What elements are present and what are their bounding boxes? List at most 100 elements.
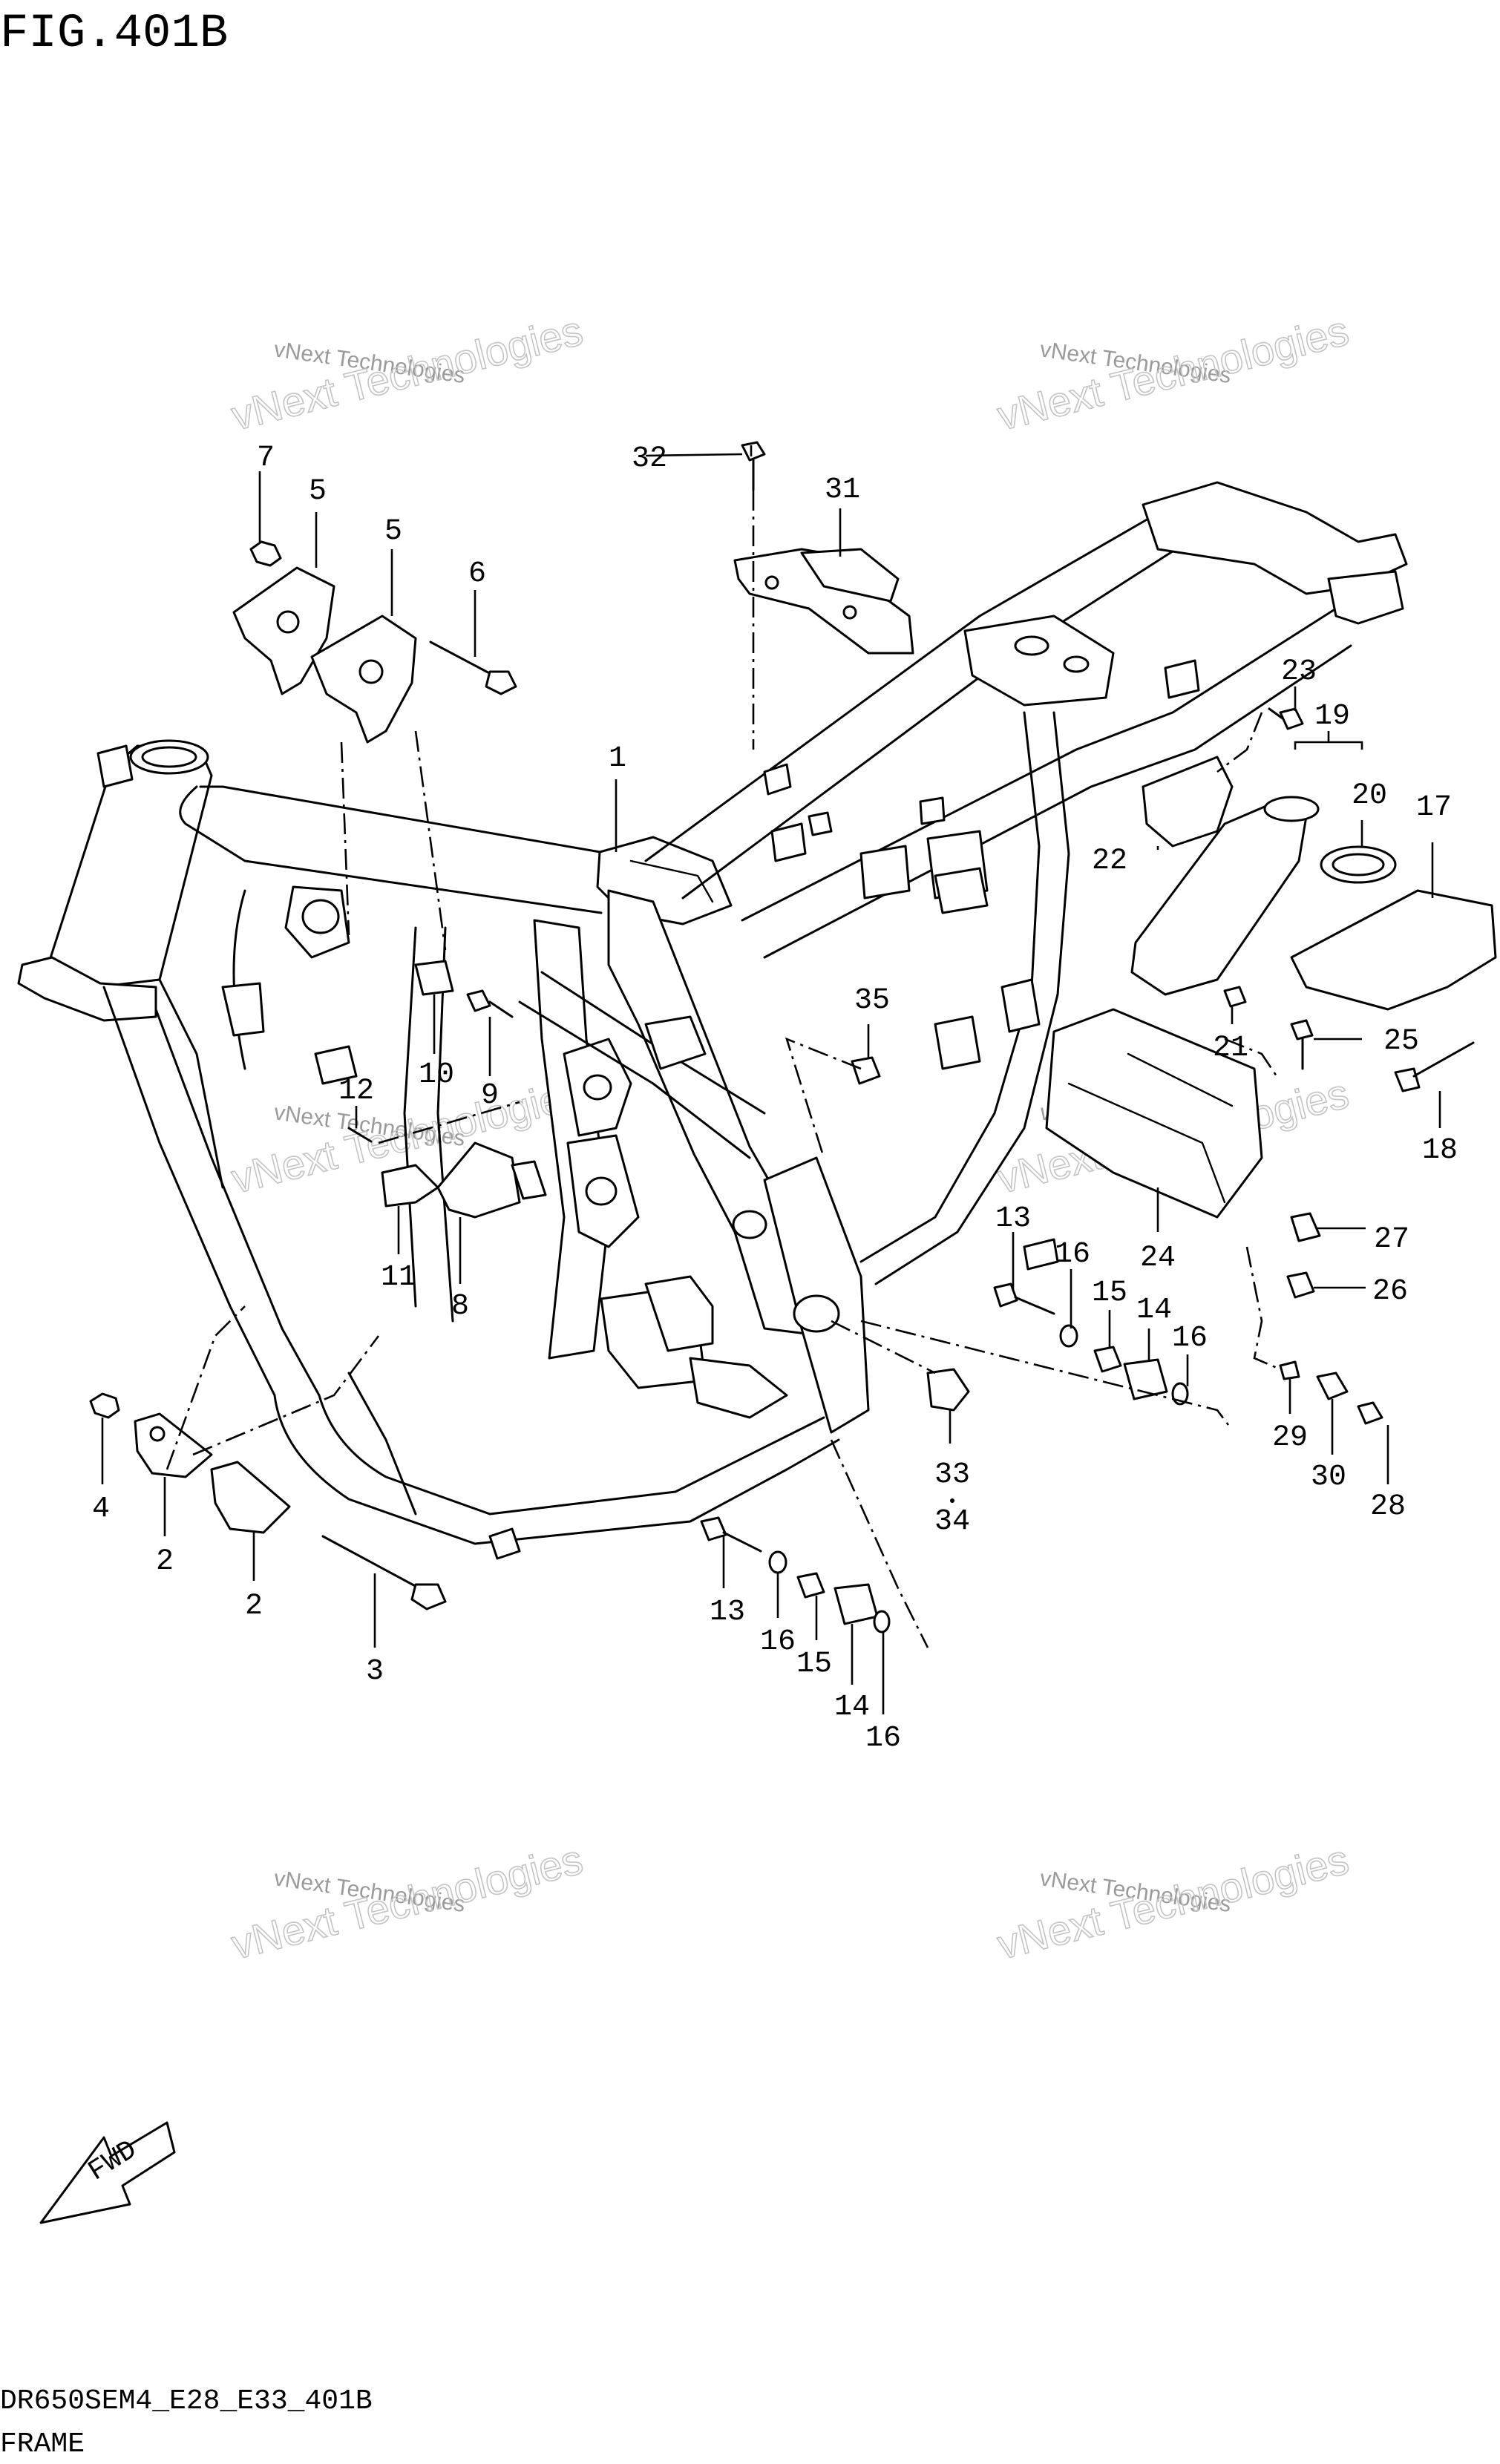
side-tab bbox=[859, 845, 911, 900]
reservoir-19 bbox=[1130, 800, 1308, 996]
head-gusset-tab bbox=[96, 744, 134, 788]
rear-rail-lower-2 bbox=[763, 644, 1352, 959]
inner-tube-front bbox=[232, 889, 246, 1070]
bolt-23-head bbox=[1279, 707, 1304, 730]
watermark-text-outline: vNext Technologies bbox=[227, 307, 587, 439]
assembly-lines bbox=[166, 490, 1281, 1648]
mount-bracket bbox=[644, 1015, 707, 1070]
down-tube-inner bbox=[158, 978, 224, 1189]
callout-27: 27 bbox=[1374, 1223, 1409, 1256]
callout-12: 12 bbox=[338, 1075, 374, 1108]
bolt-18-shank bbox=[1412, 1041, 1475, 1078]
front-lower-tab bbox=[314, 1045, 358, 1085]
callout-5: 5 bbox=[309, 475, 327, 508]
tank-tab-2 bbox=[808, 811, 833, 836]
watermark-low-right: vNext Technologies vNext Technologies bbox=[992, 1835, 1354, 1968]
rear-tab-4 bbox=[1023, 1238, 1059, 1271]
main-tube-top-right bbox=[184, 822, 603, 914]
callout-25: 25 bbox=[1383, 1025, 1419, 1058]
front-mount-boss bbox=[301, 899, 340, 934]
watermark-top-right: vNext Technologies vNext Technologies bbox=[992, 306, 1354, 439]
plug-33 bbox=[926, 1368, 970, 1412]
watermark-top-left: vNext Technologies vNext Technologies bbox=[226, 306, 588, 439]
assembly-line bbox=[414, 730, 447, 951]
bolt-9-head bbox=[466, 989, 491, 1012]
lower-engine-bracket-2 bbox=[644, 1275, 714, 1352]
callout-19: 19 bbox=[1314, 700, 1350, 733]
callout-9: 9 bbox=[481, 1079, 499, 1113]
bolt-12 bbox=[347, 1127, 373, 1143]
nut-plate-11 bbox=[381, 1164, 439, 1208]
gusset-tab bbox=[770, 822, 807, 862]
collar-15 bbox=[1093, 1346, 1122, 1373]
main-tube-join bbox=[179, 785, 198, 825]
callout-13: 13 bbox=[710, 1596, 745, 1629]
watermark-text-outline: vNext Technologies bbox=[993, 307, 1353, 439]
bolt-21-head bbox=[1223, 986, 1247, 1008]
assembly-line bbox=[192, 1335, 380, 1456]
cradle-lower-front bbox=[273, 1394, 840, 1545]
nut-4 bbox=[89, 1392, 120, 1419]
callout-8: 8 bbox=[451, 1290, 469, 1323]
rear-backbone bbox=[607, 889, 825, 1337]
bracket-22 bbox=[1142, 756, 1234, 848]
assembly-line bbox=[830, 1439, 929, 1648]
callout-16: 16 bbox=[1055, 1238, 1090, 1271]
callout-30: 30 bbox=[1311, 1461, 1346, 1494]
grommet-35 bbox=[851, 1056, 881, 1085]
inner-tube-1 bbox=[403, 926, 417, 1308]
tray-24 bbox=[1045, 1008, 1263, 1219]
bolt-13-shank bbox=[1014, 1296, 1055, 1315]
grommet-26 bbox=[1286, 1271, 1315, 1299]
tray-24-detail-2 bbox=[1127, 1052, 1234, 1107]
callout-4: 4 bbox=[92, 1493, 110, 1526]
battery-tray-hole bbox=[1014, 635, 1049, 656]
washer-16d bbox=[873, 1610, 891, 1634]
bolt-13-head bbox=[993, 1282, 1018, 1308]
swingarm-pivot-hole bbox=[793, 1294, 840, 1333]
callout-dot bbox=[950, 1498, 954, 1503]
assembly-line bbox=[860, 1320, 1230, 1426]
tank-tab-3 bbox=[919, 796, 946, 825]
front-mount-tab bbox=[221, 982, 265, 1037]
callout-13: 13 bbox=[995, 1202, 1031, 1236]
callout-3: 3 bbox=[366, 1655, 384, 1688]
assembly-line bbox=[1216, 712, 1263, 773]
collar-15b bbox=[796, 1572, 825, 1599]
model-code: DR650SEM4_E28_E33_401B bbox=[0, 2385, 373, 2417]
watermark-text-outline: vNext Technologies bbox=[993, 1835, 1353, 1967]
rear-tab-2 bbox=[1000, 978, 1041, 1033]
bracket-31-top bbox=[800, 548, 900, 603]
battery-tray-hole-2 bbox=[1063, 655, 1090, 673]
collar-10 bbox=[414, 960, 454, 996]
steering-head-bore bbox=[141, 746, 197, 768]
down-tube-rear bbox=[154, 1008, 321, 1397]
callout-29: 29 bbox=[1272, 1421, 1308, 1455]
seat-tab bbox=[1164, 659, 1200, 699]
bolt-32-head bbox=[741, 441, 766, 462]
rear-rail-lower bbox=[741, 607, 1337, 922]
assembly-line bbox=[785, 1037, 862, 1159]
callout-1: 1 bbox=[609, 742, 626, 776]
rear-strut bbox=[859, 711, 1041, 1263]
callout-16: 16 bbox=[865, 1722, 901, 1755]
callout-14: 14 bbox=[834, 1691, 870, 1724]
bush-14 bbox=[1123, 1358, 1168, 1400]
reservoir-cap bbox=[1263, 796, 1320, 822]
engine-bracket-2b bbox=[210, 1461, 291, 1534]
pivot-boss bbox=[732, 1210, 767, 1239]
side-tab-2 bbox=[934, 867, 989, 914]
assembly-line bbox=[1245, 1246, 1281, 1371]
cover-17 bbox=[1290, 889, 1497, 1011]
assembly-line bbox=[1224, 1038, 1278, 1077]
rear-loop-end bbox=[1327, 570, 1404, 625]
tank-tab bbox=[763, 763, 792, 796]
main-tube-top-left bbox=[199, 785, 640, 870]
callout-15: 15 bbox=[796, 1648, 832, 1681]
fwd-arrow-shape bbox=[39, 2121, 176, 2224]
small-parts bbox=[89, 441, 1497, 1634]
bolt-9-shank bbox=[488, 1000, 514, 1018]
assembly-line bbox=[378, 1101, 520, 1144]
bolt-13b-head bbox=[700, 1516, 727, 1541]
